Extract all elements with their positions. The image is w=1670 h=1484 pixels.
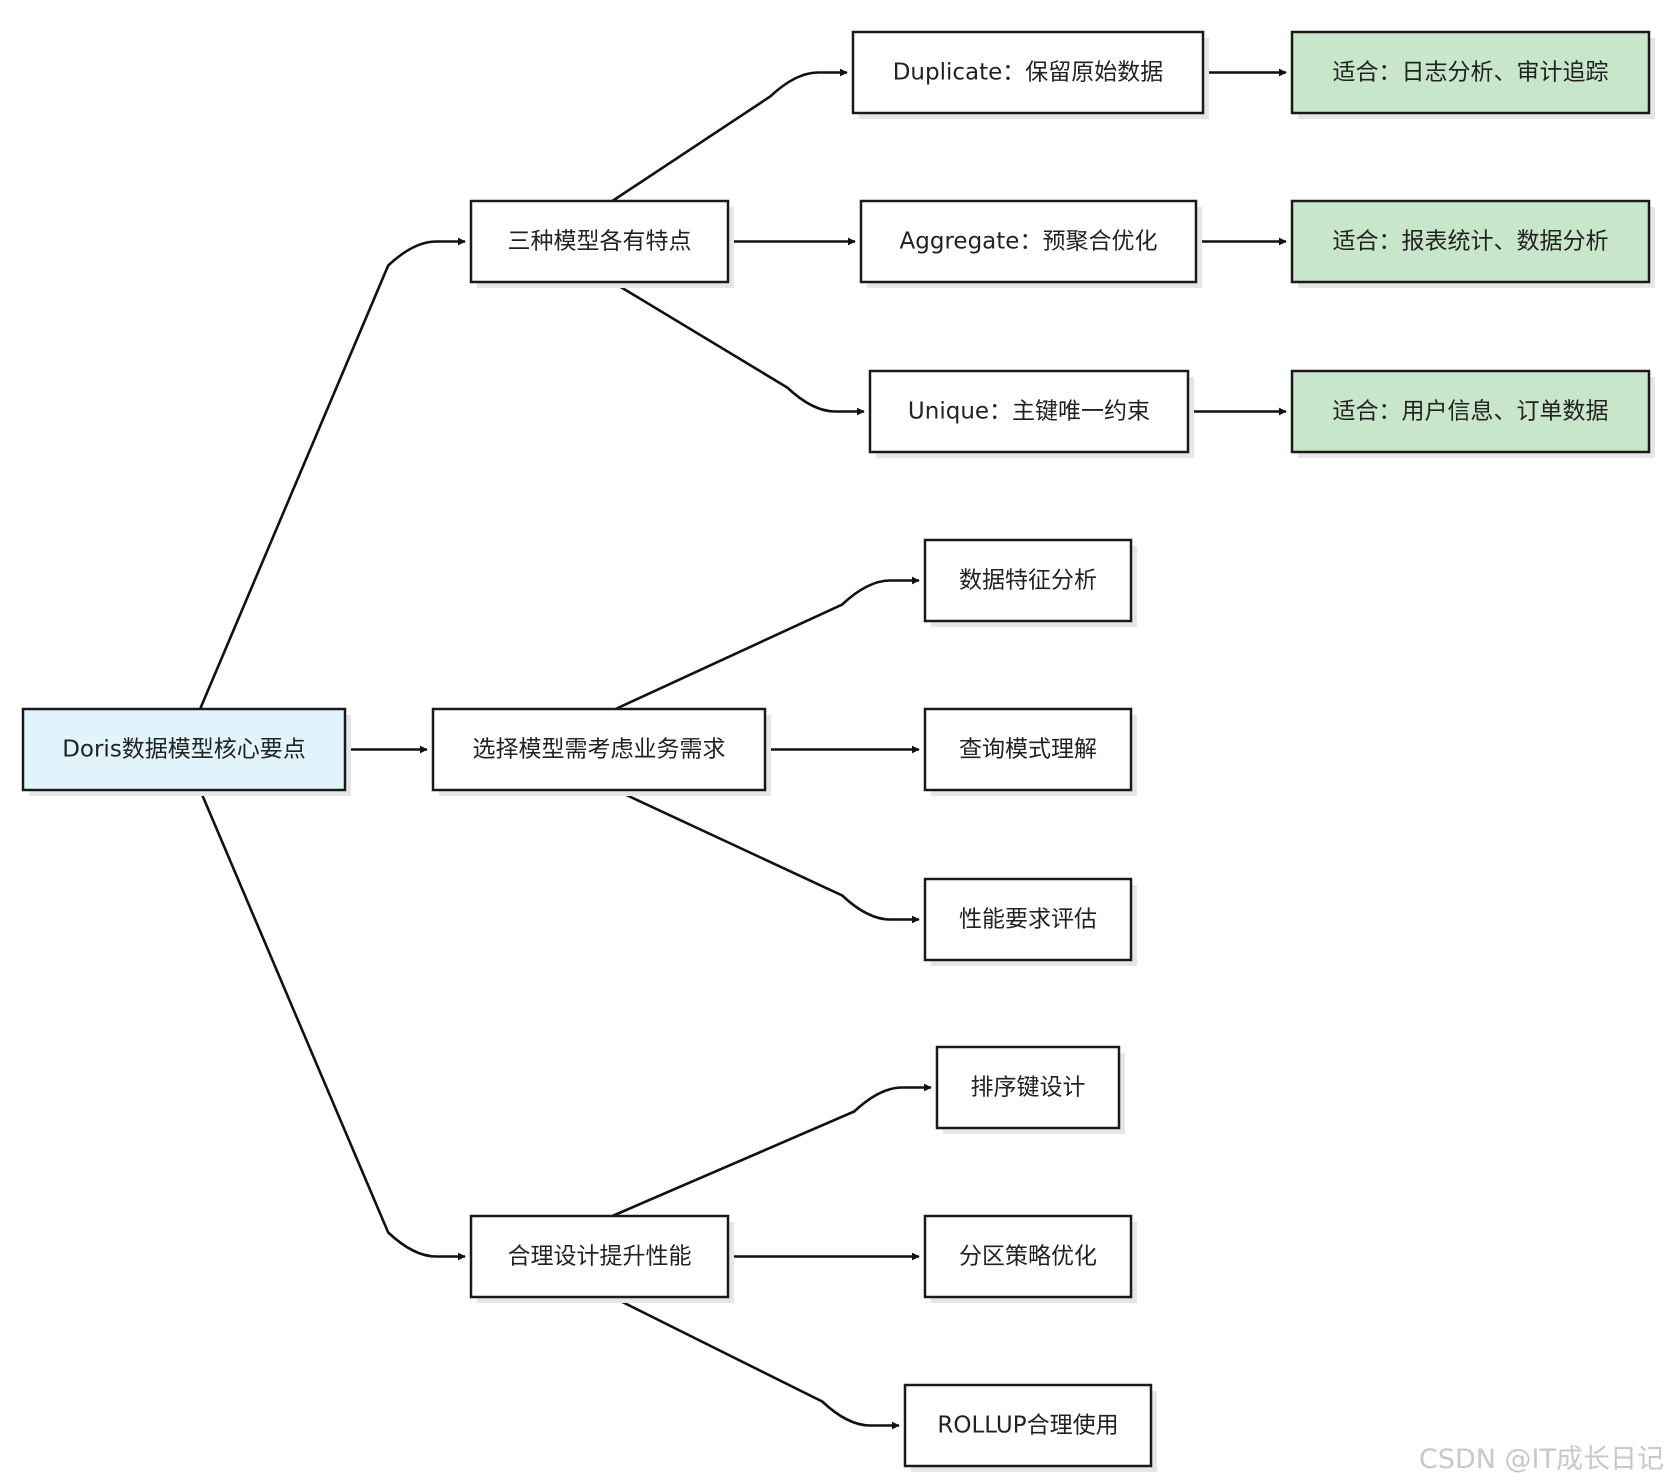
node-models-label: 三种模型各有特点	[508, 229, 692, 255]
edge-select-to-perf	[615, 788, 920, 924]
node-fit_agg: 适合：报表统计、数据分析	[1290, 199, 1655, 288]
node-aggregate-label: Aggregate：预聚合优化	[900, 229, 1158, 255]
node-duplicate: Duplicate：保留原始数据	[851, 30, 1209, 119]
csdn-watermark: CSDN @IT成长日记	[1419, 1444, 1664, 1475]
node-select-label: 选择模型需考虑业务需求	[473, 737, 726, 763]
node-fit_uni-box	[1290, 369, 1651, 454]
node-query-label: 查询模式理解	[959, 737, 1097, 763]
node-design-label: 合理设计提升性能	[508, 1244, 692, 1270]
node-partition: 分区策略优化	[923, 1214, 1137, 1303]
node-perf-label: 性能要求评估	[959, 907, 1097, 933]
edge-design-to-sortkey	[611, 1083, 932, 1218]
node-rollup-box	[903, 1383, 1153, 1468]
node-models: 三种模型各有特点	[469, 199, 734, 288]
node-duplicate-box	[851, 30, 1205, 115]
node-aggregate: Aggregate：预聚合优化	[859, 199, 1202, 288]
node-unique-label: Unique：主键唯一约束	[908, 399, 1150, 425]
node-aggregate-box	[859, 199, 1198, 284]
node-feature: 数据特征分析	[923, 538, 1137, 627]
node-partition-label: 分区策略优化	[959, 1244, 1097, 1270]
node-duplicate-label: Duplicate：保留原始数据	[893, 60, 1164, 86]
node-sortkey: 排序键设计	[935, 1045, 1125, 1134]
nodes-layer: Doris数据模型核心要点 三种模型各有特点选择模型需考虑业务需求合理设计提升性能…	[21, 30, 1655, 1472]
node-partition-box	[923, 1214, 1133, 1299]
node-feature-box	[923, 538, 1133, 623]
node-rollup-label: ROLLUP合理使用	[937, 1413, 1118, 1439]
node-perf: 性能要求评估	[923, 877, 1137, 966]
node-root-label: Doris数据模型核心要点	[62, 737, 306, 763]
edge-design-to-rollup	[611, 1295, 900, 1430]
node-models-box	[469, 199, 730, 284]
node-design-box	[469, 1214, 730, 1299]
edge-select-to-feature	[615, 576, 920, 711]
node-root-box	[21, 707, 347, 792]
node-fit_dup-box	[1290, 30, 1651, 115]
node-root: Doris数据模型核心要点	[21, 707, 351, 796]
node-design: 合理设计提升性能	[469, 1214, 734, 1303]
node-fit_dup: 适合：日志分析、审计追踪	[1290, 30, 1655, 119]
edges-layer	[198, 68, 1287, 1430]
node-select: 选择模型需考虑业务需求	[431, 707, 771, 796]
node-sortkey-label: 排序键设计	[971, 1075, 1086, 1101]
node-feature-label: 数据特征分析	[959, 568, 1097, 594]
node-fit_agg-box	[1290, 199, 1651, 284]
edge-models-to-unique	[611, 280, 865, 416]
node-unique: Unique：主键唯一约束	[868, 369, 1194, 458]
node-perf-box	[923, 877, 1133, 962]
node-unique-box	[868, 369, 1190, 454]
node-fit_uni: 适合：用户信息、订单数据	[1290, 369, 1655, 458]
node-fit_uni-label: 适合：用户信息、订单数据	[1333, 399, 1609, 425]
node-query: 查询模式理解	[923, 707, 1137, 796]
node-rollup: ROLLUP合理使用	[903, 1383, 1157, 1472]
edge-models-to-duplicate	[611, 68, 848, 203]
node-fit_agg-label: 适合：报表统计、数据分析	[1333, 229, 1609, 255]
edge-root-to-models	[198, 237, 466, 710]
node-fit_dup-label: 适合：日志分析、审计追踪	[1333, 60, 1609, 86]
node-sortkey-box	[935, 1045, 1121, 1130]
node-query-box	[923, 707, 1133, 792]
edge-root-to-design	[198, 789, 466, 1261]
node-select-box	[431, 707, 767, 792]
